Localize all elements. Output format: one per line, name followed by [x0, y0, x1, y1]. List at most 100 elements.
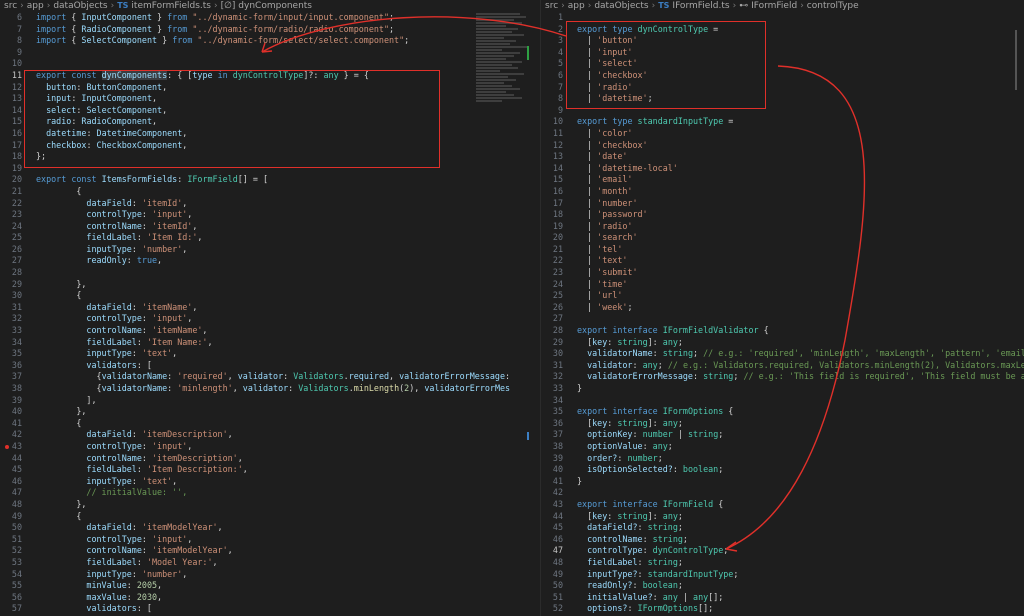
code-line[interactable]: 19 | 'radio': [541, 221, 1024, 233]
code-line[interactable]: 33}: [541, 383, 1024, 395]
code-line[interactable]: 14 select: SelectComponent,: [0, 105, 540, 117]
code-line[interactable]: 17 | 'number': [541, 198, 1024, 210]
breadcrumb-item[interactable]: dataObjects: [594, 1, 649, 11]
code-line[interactable]: 10: [0, 58, 540, 70]
code-line[interactable]: 17 checkbox: CheckboxComponent,: [0, 140, 540, 152]
right-scrollbar-thumb[interactable]: [1015, 30, 1017, 90]
code-line[interactable]: 52 controlName: 'itemModelYear',: [0, 545, 540, 557]
code-line[interactable]: 7 | 'radio': [541, 82, 1024, 94]
code-line[interactable]: 37 {validatorName: 'required', validator…: [0, 371, 540, 383]
code-line[interactable]: 8 | 'datetime';: [541, 93, 1024, 105]
code-line[interactable]: 12 button: ButtonComponent,: [0, 82, 540, 94]
code-line[interactable]: 20 | 'search': [541, 232, 1024, 244]
code-line[interactable]: 15 radio: RadioComponent,: [0, 116, 540, 128]
code-line[interactable]: 14 | 'datetime-local': [541, 163, 1024, 175]
breadcrumb-item[interactable]: src: [4, 1, 18, 11]
code-line[interactable]: 52 options?: IFormOptions[];: [541, 603, 1024, 615]
code-line[interactable]: 50 readOnly?: boolean;: [541, 580, 1024, 592]
code-line[interactable]: 26 | 'week';: [541, 302, 1024, 314]
code-line[interactable]: 50 dataField: 'itemModelYear',: [0, 522, 540, 534]
left-minimap[interactable]: [476, 12, 532, 122]
code-line[interactable]: 15 | 'email': [541, 174, 1024, 186]
code-line[interactable]: 39 ],: [0, 395, 540, 407]
code-line[interactable]: 42 dataField: 'itemDescription',: [0, 429, 540, 441]
code-line[interactable]: 54 inputType: 'number',: [0, 569, 540, 581]
code-line[interactable]: 49 inputType?: standardInputType;: [541, 569, 1024, 581]
code-line[interactable]: 46 controlName: string;: [541, 534, 1024, 546]
code-line[interactable]: 41 {: [0, 418, 540, 430]
code-line[interactable]: 21 {: [0, 186, 540, 198]
code-line[interactable]: 56 maxValue: 2030,: [0, 592, 540, 604]
code-line[interactable]: 51 controlType: 'input',: [0, 534, 540, 546]
code-line[interactable]: 48 },: [0, 499, 540, 511]
code-line[interactable]: 57 validators: [: [0, 603, 540, 615]
code-line[interactable]: 25 fieldLabel: 'Item Id:',: [0, 232, 540, 244]
breadcrumb-item[interactable]: app: [567, 1, 585, 11]
code-line[interactable]: 18 | 'password': [541, 209, 1024, 221]
code-line[interactable]: 19: [0, 163, 540, 175]
code-line[interactable]: 24 | 'time': [541, 279, 1024, 291]
code-line[interactable]: 43 controlType: 'input',: [0, 441, 540, 453]
code-line[interactable]: 28: [0, 267, 540, 279]
code-line[interactable]: 9: [0, 47, 540, 59]
code-line[interactable]: 6 | 'checkbox': [541, 70, 1024, 82]
breadcrumb-item[interactable]: [∅] dynComponents: [220, 1, 312, 11]
code-line[interactable]: 22 | 'text': [541, 255, 1024, 267]
code-line[interactable]: 23 | 'submit': [541, 267, 1024, 279]
code-line[interactable]: 40 },: [0, 406, 540, 418]
code-line[interactable]: 12 | 'checkbox': [541, 140, 1024, 152]
code-line[interactable]: 48 fieldLabel: string;: [541, 557, 1024, 569]
code-line[interactable]: 42: [541, 487, 1024, 499]
code-line[interactable]: 39 order?: number;: [541, 453, 1024, 465]
code-line[interactable]: 44 controlName: 'itemDescription',: [0, 453, 540, 465]
breadcrumb-item[interactable]: app: [26, 1, 44, 11]
code-line[interactable]: 34 fieldLabel: 'Item Name:',: [0, 337, 540, 349]
code-line[interactable]: 16 datetime: DatetimeComponent,: [0, 128, 540, 140]
split-divider[interactable]: [540, 0, 541, 616]
code-line[interactable]: 29 },: [0, 279, 540, 291]
code-line[interactable]: 31 dataField: 'itemName',: [0, 302, 540, 314]
code-line[interactable]: 38 optionValue: any;: [541, 441, 1024, 453]
code-line[interactable]: 13 input: InputComponent,: [0, 93, 540, 105]
breadcrumb-item[interactable]: dataObjects: [53, 1, 108, 11]
breadcrumb-item[interactable]: ⊷ IFormField: [739, 1, 798, 11]
code-line[interactable]: 36 [key: string]: any;: [541, 418, 1024, 430]
code-line[interactable]: 26 inputType: 'number',: [0, 244, 540, 256]
code-line[interactable]: 33 controlName: 'itemName',: [0, 325, 540, 337]
code-line[interactable]: 38 {validatorName: 'minlength', validato…: [0, 383, 540, 395]
code-line[interactable]: 46 inputType: 'text',: [0, 476, 540, 488]
code-line[interactable]: 35 inputType: 'text',: [0, 348, 540, 360]
code-line[interactable]: 45 fieldLabel: 'Item Description:',: [0, 464, 540, 476]
code-line[interactable]: 53 fieldLabel: 'Model Year:',: [0, 557, 540, 569]
code-line[interactable]: 47 // initialValue: '',: [0, 487, 540, 499]
code-line[interactable]: 36 validators: [: [0, 360, 540, 372]
code-line[interactable]: 22 dataField: 'itemId',: [0, 198, 540, 210]
code-line[interactable]: 21 | 'tel': [541, 244, 1024, 256]
breadcrumb-item[interactable]: controlType: [806, 1, 859, 11]
code-line[interactable]: 55 minValue: 2005,: [0, 580, 540, 592]
code-line[interactable]: 30 {: [0, 290, 540, 302]
code-line[interactable]: 30 validatorName: string; // e.g.: 'requ…: [541, 348, 1024, 360]
code-line[interactable]: 9: [541, 105, 1024, 117]
code-line[interactable]: 45 dataField?: string;: [541, 522, 1024, 534]
code-line[interactable]: 18};: [0, 151, 540, 163]
code-line[interactable]: 37 optionKey: number | string;: [541, 429, 1024, 441]
breadcrumb-item[interactable]: itemFormFields.ts: [131, 1, 211, 11]
code-line[interactable]: 32 validatorErrorMessage: string; // e.g…: [541, 371, 1024, 383]
code-line[interactable]: 40 isOptionSelected?: boolean;: [541, 464, 1024, 476]
code-line[interactable]: 34: [541, 395, 1024, 407]
code-line[interactable]: 29 [key: string]: any;: [541, 337, 1024, 349]
code-line[interactable]: 5 | 'select': [541, 58, 1024, 70]
code-line[interactable]: 32 controlType: 'input',: [0, 313, 540, 325]
code-line[interactable]: 11 | 'color': [541, 128, 1024, 140]
